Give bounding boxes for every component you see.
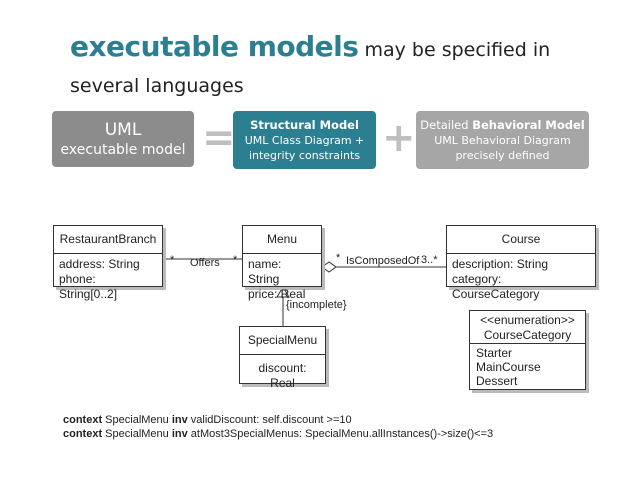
class-name: Menu: [243, 226, 321, 254]
class-menu: Menu name: String price: Real: [242, 225, 322, 301]
enumeration-stereotype: <<enumeration>>: [480, 313, 575, 327]
class-course: Course description: String category: Cou…: [446, 225, 596, 301]
uml-box-line1: UML: [104, 119, 142, 140]
enum-literal: Dessert: [476, 374, 518, 388]
behavioral-box-line2: UML Behavioral Diagram: [434, 134, 571, 147]
ocl-body: validDiscount: self.discount >=10: [187, 414, 352, 426]
ocl-keyword: inv: [171, 414, 188, 426]
offers-label: Offers: [190, 257, 220, 269]
uml-executable-model-box: UML executable model: [52, 111, 194, 167]
enum-literal: MainCourse: [476, 360, 541, 374]
composition-mult-left: *: [336, 252, 341, 264]
behavioral-box-line3: precisely defined: [455, 149, 550, 162]
ocl-line: context SpecialMenu inv validDiscount: s…: [63, 413, 493, 427]
title-rest: may be specified in several languages: [70, 39, 551, 97]
class-attributes: discount: Real: [240, 355, 325, 394]
behavioral-box-bold: Behavioral Model: [472, 118, 585, 132]
composition-label: IsComposedOf: [346, 255, 420, 267]
class-name: Course: [447, 226, 595, 254]
title-highlight: executable models: [70, 30, 359, 63]
behavioral-model-box: Detailed Behavioral Model UML Behavioral…: [416, 111, 589, 169]
offers-mult-right: *: [233, 254, 238, 266]
offers-mult-left: *: [170, 254, 175, 266]
ocl-context: SpecialMenu: [102, 414, 172, 426]
attribute: description: String: [452, 257, 549, 271]
behavioral-box-line1: Detailed Behavioral Model: [420, 117, 584, 133]
attribute: phone: String[0..2]: [59, 272, 118, 301]
attribute: category: CourseCategory: [452, 272, 540, 301]
structural-box-line1: Structural Model: [250, 118, 359, 132]
enumeration-literals: Starter MainCourse Dessert: [470, 344, 585, 390]
ocl-context: SpecialMenu: [102, 428, 172, 440]
class-name: SpecialMenu: [240, 327, 325, 355]
structural-box-line3: integrity constraints: [248, 149, 361, 162]
class-attributes: description: String category: CourseCate…: [447, 254, 595, 305]
composition-mult-right: 3..*: [421, 254, 438, 266]
attribute: name: String: [248, 257, 282, 286]
generalization-constraint: {incomplete}: [286, 299, 347, 311]
enumeration-course-category: <<enumeration>> CourseCategory Starter M…: [469, 310, 586, 390]
enumeration-header: <<enumeration>> CourseCategory: [470, 311, 585, 344]
class-name: RestaurantBranch: [54, 226, 162, 254]
uml-box-line2: executable model: [60, 141, 186, 158]
ocl-line: context SpecialMenu inv atMost3SpecialMe…: [63, 427, 493, 441]
equals-sign: =: [202, 115, 236, 161]
class-attributes: name: String price: Real: [243, 254, 321, 305]
attribute: address: String: [59, 257, 140, 271]
ocl-keyword: context: [63, 414, 103, 426]
structural-model-box: Structural Model UML Class Diagram + int…: [233, 111, 376, 169]
ocl-keyword: inv: [171, 428, 188, 440]
ocl-keyword: context: [63, 428, 103, 440]
enumeration-name: CourseCategory: [483, 328, 572, 342]
behavioral-box-prefix: Detailed: [420, 118, 473, 132]
enum-literal: Starter: [476, 346, 513, 360]
class-attributes: address: String phone: String[0..2]: [54, 254, 162, 305]
attribute: discount: Real: [258, 361, 307, 390]
class-special-menu: SpecialMenu discount: Real: [239, 326, 326, 390]
ocl-body: atMost3SpecialMenus: SpecialMenu.allInst…: [187, 428, 494, 440]
ocl-constraints: context SpecialMenu inv validDiscount: s…: [63, 413, 493, 441]
attribute: price: Real: [248, 287, 306, 301]
slide-title: executable models may be specified in se…: [70, 30, 590, 105]
structural-box-line2: UML Class Diagram +: [244, 134, 365, 147]
generalization-arrowhead: [276, 286, 290, 298]
class-restaurant-branch: RestaurantBranch address: String phone: …: [53, 225, 163, 301]
plus-sign: +: [382, 115, 416, 161]
aggregation-diamond: [321, 261, 337, 273]
